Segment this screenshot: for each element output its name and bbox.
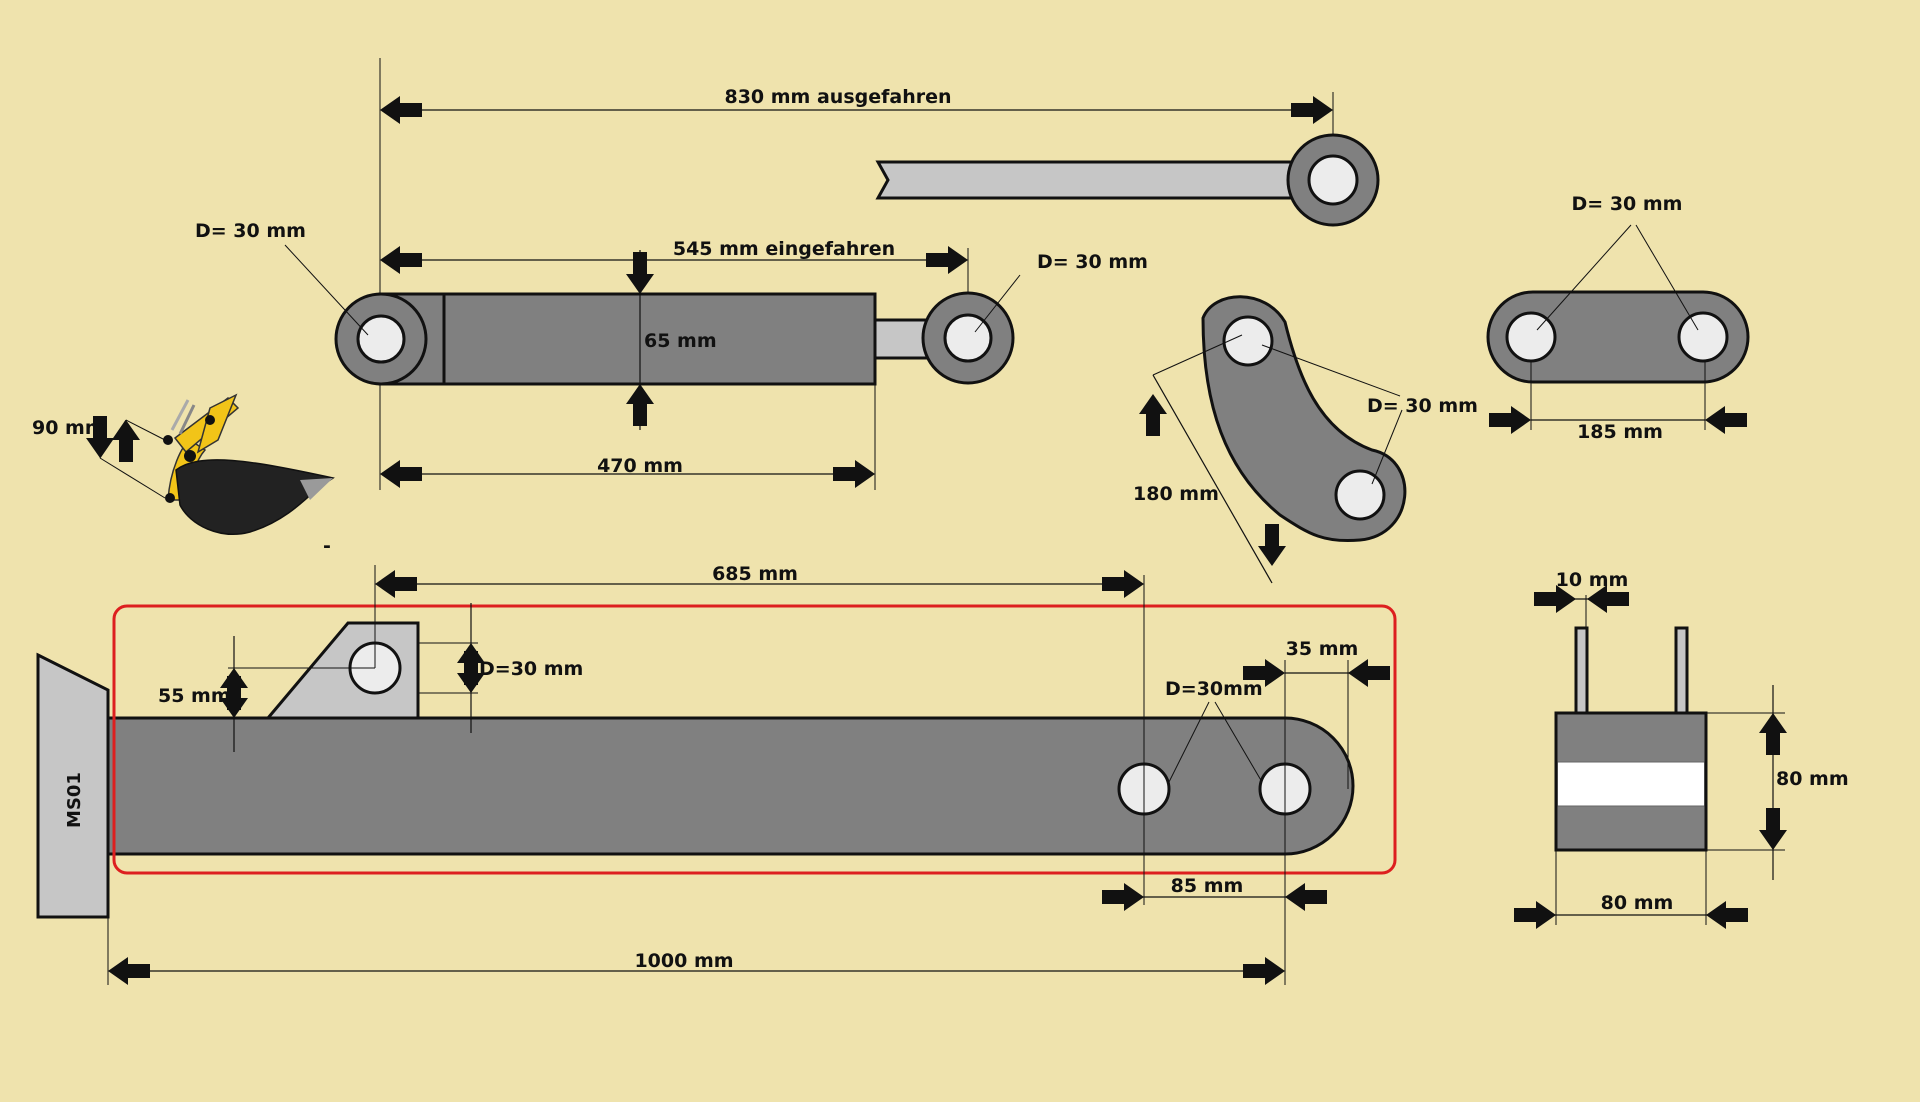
- straight-link: D= 30 mm 185 mm: [1486, 193, 1750, 443]
- arrow-icon: [375, 570, 417, 598]
- stray-mark: -: [323, 535, 331, 557]
- bracket-pin-label: D=30 mm: [479, 658, 583, 680]
- arrow-icon: [926, 246, 968, 274]
- arm-pin-label: D=30mm: [1165, 678, 1263, 700]
- arrow-icon: [1759, 808, 1787, 850]
- link-length-label: 185 mm: [1577, 421, 1663, 443]
- arrow-icon: [833, 460, 875, 488]
- pin-spacing-label: 85 mm: [1171, 875, 1244, 897]
- arrow-icon: [380, 246, 422, 274]
- highlight-box: [112, 604, 1397, 875]
- extended-piston-rod: [875, 160, 1302, 200]
- arrow-icon: [1705, 406, 1747, 434]
- arrow-icon: [380, 460, 422, 488]
- hydraulic-cylinder: 830 mm ausgefahren 545 mm eingefahren 65…: [195, 58, 1380, 490]
- cylinder-extended-label: 830 mm ausgefahren: [724, 86, 951, 108]
- cylinder-retracted-label: 545 mm eingefahren: [673, 238, 895, 260]
- cylinder-left-pin-label: D= 30 mm: [195, 220, 306, 242]
- main-arm: MS01 685 mm 55 mm D=30 mm D=30mm 35 m: [36, 563, 1397, 985]
- arrow-icon: [1258, 524, 1286, 566]
- cylinder-diameter-label: 65 mm: [644, 330, 717, 352]
- arrow-icon: [1759, 713, 1787, 755]
- arrow-icon: [1514, 901, 1556, 929]
- arrow-icon: [626, 252, 654, 294]
- bucket-height-label: 90 mm: [32, 417, 105, 439]
- excavator-bucket-icon: 90 mm -: [32, 393, 335, 557]
- curved-link: D= 30 mm 180 mm: [1133, 295, 1478, 584]
- arrow-icon: [112, 420, 140, 462]
- cylinder-barrel: [378, 292, 877, 386]
- plate-label: MS01: [64, 772, 85, 828]
- arrow-icon: [1243, 957, 1285, 985]
- block-height-label: 80 mm: [1776, 768, 1849, 790]
- arrow-icon: [1489, 406, 1531, 434]
- arrow-icon: [1139, 394, 1167, 436]
- arm-end-label: 35 mm: [1286, 638, 1359, 660]
- arrow-icon: [1102, 883, 1144, 911]
- arrow-icon: [1285, 883, 1327, 911]
- arrow-icon: [1706, 901, 1748, 929]
- block-width-label: 80 mm: [1601, 892, 1674, 914]
- arrow-icon: [1291, 96, 1333, 124]
- curved-link-pin-label: D= 30 mm: [1367, 395, 1478, 417]
- arrow-icon: [380, 96, 422, 124]
- arrow-icon: [626, 384, 654, 426]
- bracket-height-label: 55 mm: [158, 685, 231, 707]
- arm-beam: [106, 716, 1355, 856]
- arrow-icon: [108, 957, 150, 985]
- lug-thickness-label: 10 mm: [1556, 569, 1629, 591]
- lug-block: 10 mm 80 mm 80 mm: [1514, 569, 1849, 929]
- cylinder-right-pin-label: D= 30 mm: [1037, 251, 1148, 273]
- curved-link-length-label: 180 mm: [1133, 483, 1219, 505]
- arrow-icon: [1348, 659, 1390, 687]
- cylinder-body-length-label: 470 mm: [597, 455, 683, 477]
- link-pin-label: D= 30 mm: [1572, 193, 1683, 215]
- arrow-icon: [1102, 570, 1144, 598]
- arm-total-length-label: 1000 mm: [634, 950, 733, 972]
- bracket-position-label: 685 mm: [712, 563, 798, 585]
